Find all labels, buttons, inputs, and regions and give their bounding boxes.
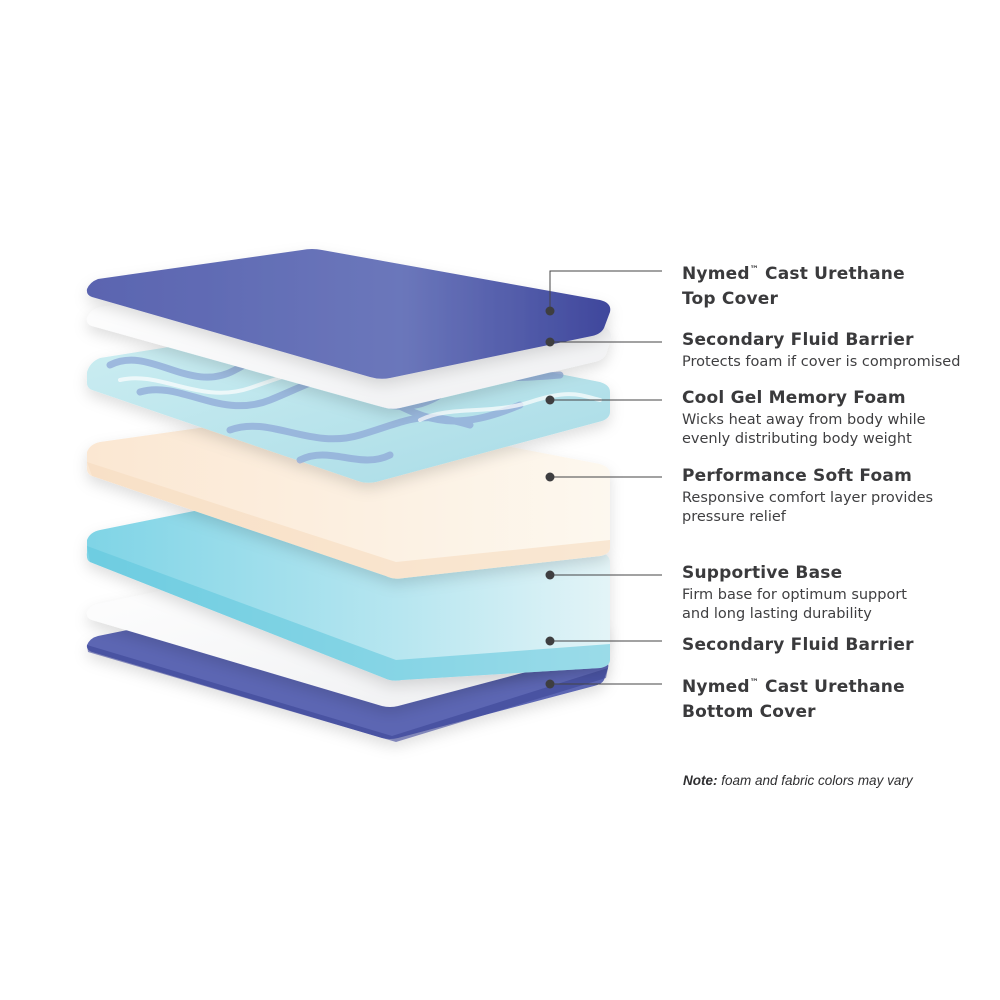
label-desc: Protects foam if cover is compromised [682, 354, 961, 370]
label-base: Supportive Base Firm base for optimum su… [682, 561, 907, 624]
dot-fluid-barrier-2 [545, 636, 555, 646]
dot-bottom-cover [545, 679, 555, 689]
dot-gel-foam [545, 395, 555, 405]
dot-base [545, 570, 555, 580]
label-desc: Responsive comfort layer provides [682, 490, 934, 506]
label-top-cover: Nymed™ Cast Urethane Top Cover [682, 258, 905, 312]
label-title-line2: Top Cover [682, 289, 779, 309]
label-title: Cool Gel Memory Foam [682, 388, 906, 408]
label-title: Secondary Fluid Barrier [682, 330, 914, 350]
label-title: Nymed™ Cast Urethane [682, 264, 905, 284]
label-desc: evenly distributing body weight [682, 431, 912, 447]
label-fluid-barrier-2: Secondary Fluid Barrier [682, 633, 914, 658]
label-desc: Firm base for optimum support [682, 587, 907, 603]
label-title: Nymed™ Cast Urethane [682, 677, 905, 697]
label-title: Supportive Base [682, 563, 843, 583]
label-title: Performance Soft Foam [682, 466, 912, 486]
leader-lines [549, 270, 662, 685]
label-desc: pressure relief [682, 509, 786, 525]
label-desc: Wicks heat away from body while [682, 412, 926, 428]
label-title-line2: Bottom Cover [682, 702, 816, 722]
label-fluid-barrier-1: Secondary Fluid Barrier Protects foam if… [682, 328, 960, 372]
leader-dots [545, 306, 555, 689]
color-note: Note: foam and fabric colors may vary [683, 773, 913, 788]
label-soft-foam: Performance Soft Foam Responsive comfort… [682, 464, 933, 527]
dot-top-cover [545, 306, 555, 316]
label-desc: and long lasting durability [682, 606, 872, 622]
dot-fluid-barrier-1 [545, 337, 555, 347]
dot-soft-foam [545, 472, 555, 482]
top-cover-layer [86, 249, 611, 379]
label-title: Secondary Fluid Barrier [682, 635, 914, 655]
label-bottom-cover: Nymed™ Cast Urethane Bottom Cover [682, 671, 905, 725]
leader-top-cover [549, 270, 662, 311]
label-gel-foam: Cool Gel Memory Foam Wicks heat away fro… [682, 386, 926, 449]
